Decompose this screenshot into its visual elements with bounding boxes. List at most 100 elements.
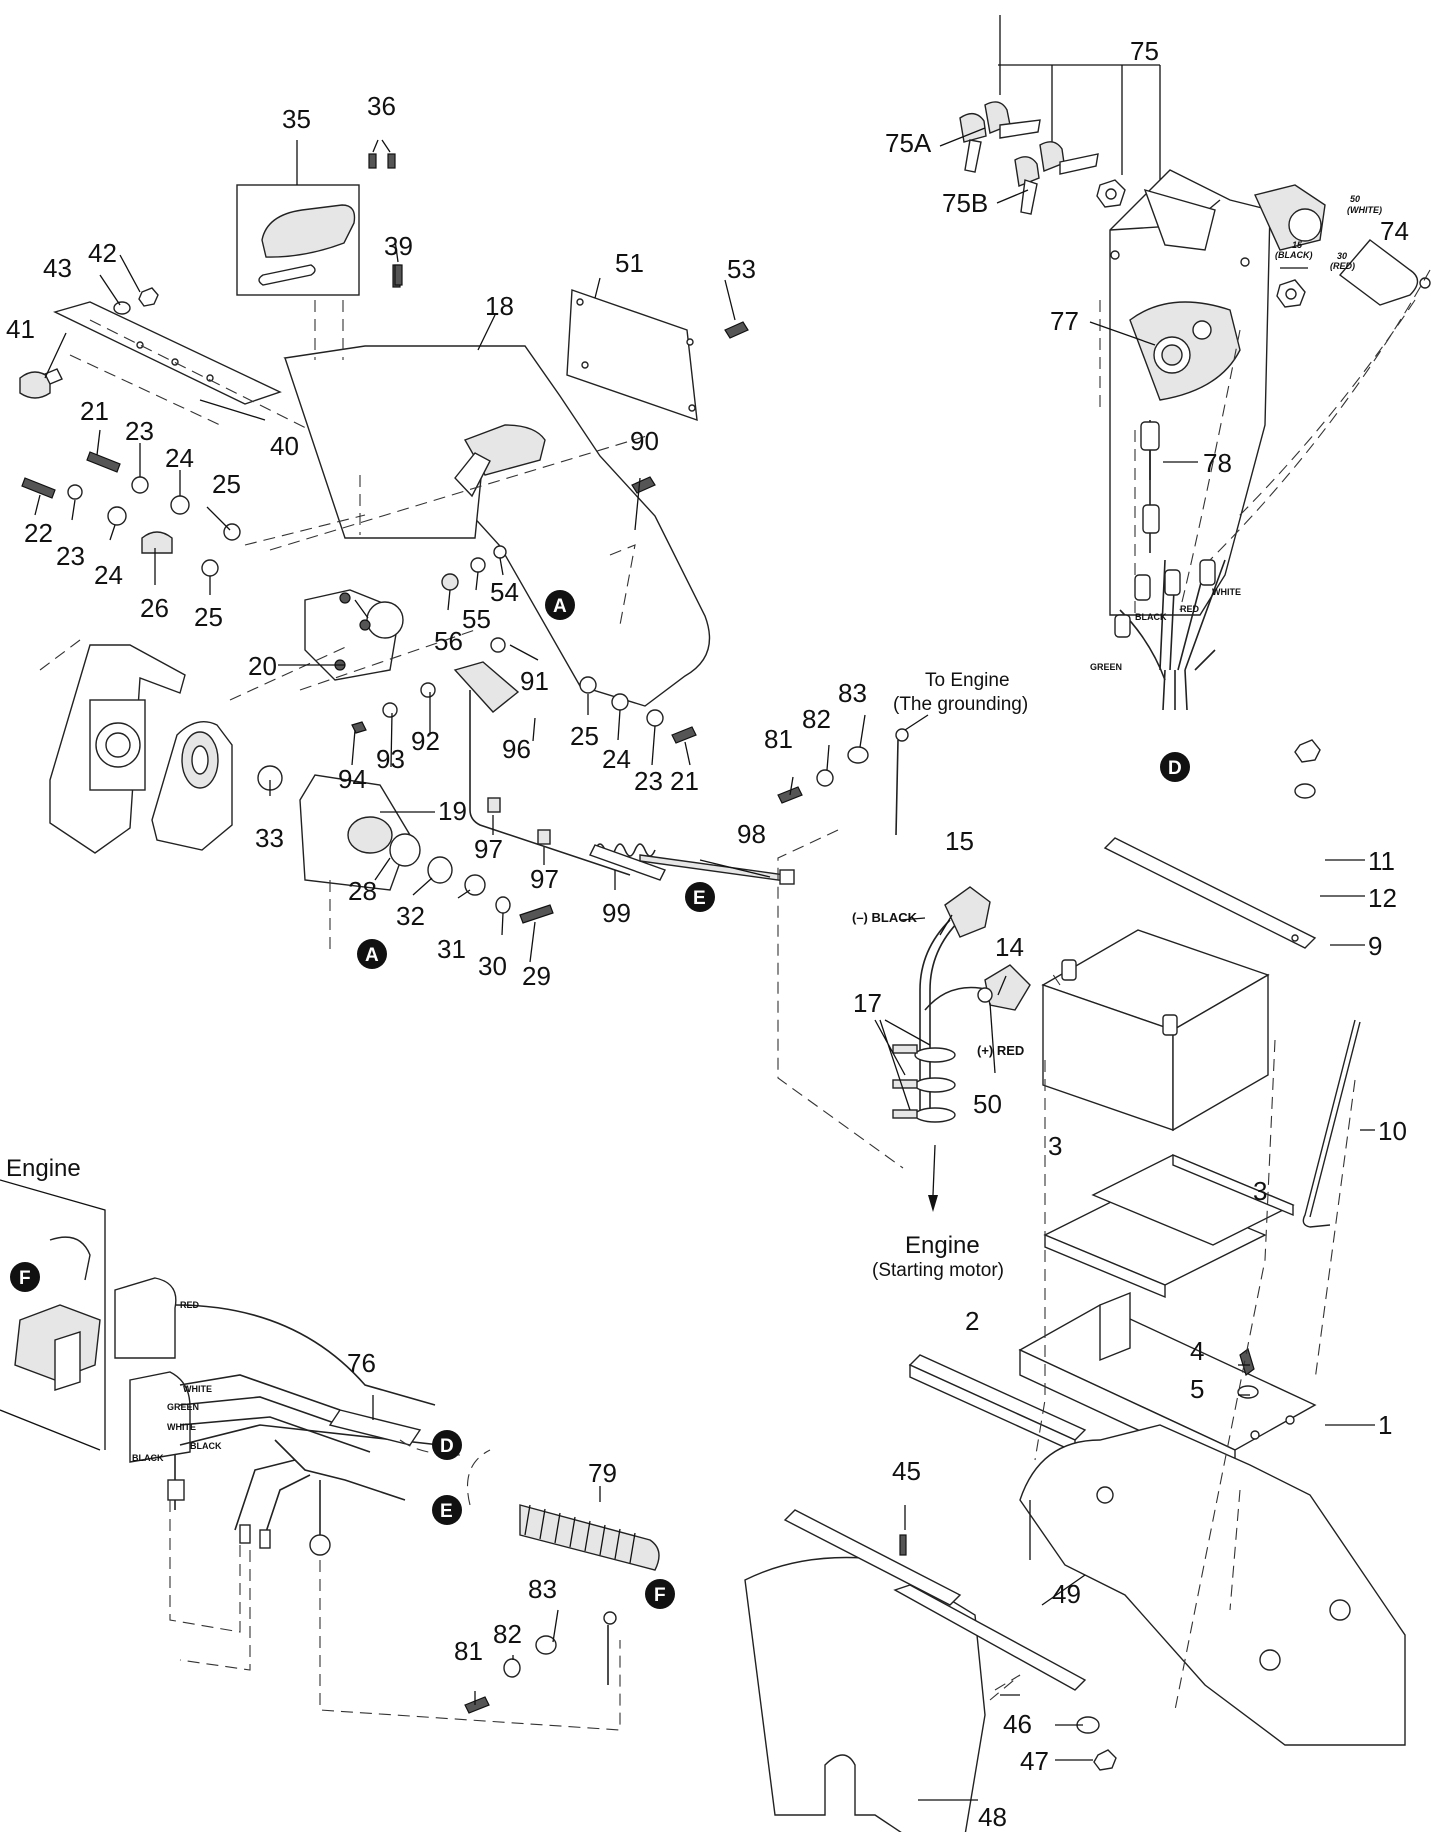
callout-22: 22 [24,518,53,548]
callout-50: 50 [973,1089,1002,1119]
callout-78: 78 [1203,448,1232,478]
callout-45: 45 [892,1456,921,1486]
ignition-switch [1153,336,1191,374]
floor-group [744,1509,1117,1832]
callout-98: 98 [737,819,766,849]
wire-label-green: GREEN [167,1402,199,1412]
wire-label-black: BLACK [190,1441,222,1451]
harness-label-white: WHITE [1212,587,1241,597]
callout-46: 46 [1003,1709,1032,1739]
callout-15: 15 [945,826,974,856]
key-switch-assembly [959,15,1431,711]
leader-lines [34,127,1375,1801]
nut-icon [1096,179,1306,308]
ref-marker-d: D [1160,752,1190,782]
terminal-30-color: (RED) [1330,261,1355,271]
callout-18: 18 [485,291,514,321]
callout-82: 82 [493,1619,522,1649]
callout-79: 79 [588,1458,617,1488]
panel-assembly [19,139,909,955]
callout-97: 97 [530,864,559,894]
terminal-50-color: (WHITE) [1347,205,1382,215]
callout-53: 53 [727,254,756,284]
text-labels: To Engine (The grounding) Engine (Starti… [6,194,1382,1463]
callout-92: 92 [411,726,440,756]
callout-39: 39 [384,231,413,261]
svg-text:D: D [1168,758,1182,779]
harness-label-red: RED [1180,604,1200,614]
callout-11: 11 [1368,846,1395,876]
terminal-15: 15 [1292,240,1303,250]
callout-5: 5 [1190,1374,1204,1404]
callout-9: 9 [1368,931,1382,961]
callout-94: 94 [338,764,367,794]
ref-marker-d: D [432,1430,462,1460]
callout-12: 12 [1368,883,1397,913]
engine-harness [0,1179,660,1731]
callout-32: 32 [396,901,425,931]
callout-numbers: 1 2 3 3 4 5 9 10 11 12 14 15 17 18 19 20… [6,36,1409,1832]
svg-text:A: A [365,945,379,966]
callout-91: 91 [520,666,549,696]
callout-42: 42 [88,238,117,268]
ref-marker-f: F [645,1579,675,1609]
callout-23: 23 [125,416,154,446]
callout-48: 48 [978,1802,1007,1832]
svg-text:E: E [693,888,706,909]
ref-marker-a: A [357,939,387,969]
battery-group [777,739,1406,1746]
callout-10: 10 [1378,1116,1407,1146]
callout-36: 36 [367,91,396,121]
callout-93: 93 [376,744,405,774]
callout-2: 2 [965,1306,979,1336]
to-engine-label: To Engine [925,670,1010,691]
callout-75a: 75A [885,128,932,158]
terminal-50: 50 [1350,194,1360,204]
relay [1254,184,1431,306]
ref-marker-a: A [545,590,575,620]
callout-81: 81 [764,724,793,754]
callout-19: 19 [438,796,467,826]
svg-text:D: D [440,1436,454,1457]
callout-20: 20 [248,651,277,681]
callout-25: 25 [570,721,599,751]
callout-99: 99 [602,898,631,928]
callout-31: 31 [437,934,466,964]
callout-82: 82 [802,704,831,734]
callout-49: 49 [1052,1579,1081,1609]
svg-text:F: F [19,1268,31,1289]
callout-33: 33 [255,823,284,853]
ref-marker-f: F [10,1262,40,1292]
wire-label-white: WHITE [183,1384,212,1394]
callout-23: 23 [634,766,663,796]
terminal-15-color: (BLACK) [1275,250,1313,260]
callout-75: 75 [1130,36,1159,66]
positive-red-label: (+) RED [977,1043,1024,1058]
callout-24: 24 [94,560,123,590]
callout-25: 25 [212,469,241,499]
engine-harness-label: Engine [6,1155,81,1182]
callout-43: 43 [43,253,72,283]
battery-icon [1041,929,1270,1132]
bolt-icon [724,321,749,339]
callout-23: 23 [56,541,85,571]
callout-81: 81 [454,1636,483,1666]
callout-77: 77 [1050,306,1079,336]
callout-17: 17 [853,988,882,1018]
callout-1: 1 [1378,1410,1392,1440]
callout-96: 96 [502,734,531,764]
callout-21: 21 [670,766,699,796]
callout-3: 3 [1253,1176,1267,1206]
callout-14: 14 [995,932,1024,962]
grounding-label: (The grounding) [893,694,1028,715]
callout-21: 21 [80,396,109,426]
negative-black-label: (–) BLACK [852,910,918,925]
ref-marker-e: E [685,882,715,912]
wire-label-white: WHITE [167,1422,196,1432]
callout-24: 24 [602,744,631,774]
svg-text:F: F [654,1585,666,1606]
harness-label-black: BLACK [1135,612,1167,622]
callout-90: 90 [630,426,659,456]
callout-3: 3 [1048,1131,1062,1161]
